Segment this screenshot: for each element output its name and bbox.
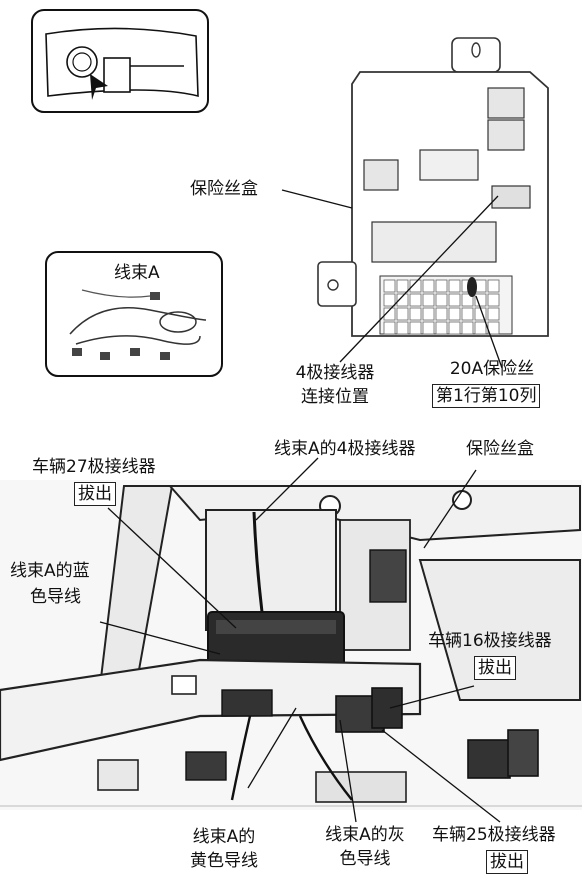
fuse-cell <box>422 307 435 321</box>
fuse-cell <box>461 293 474 307</box>
harness-a-blue-line1: 线束A的蓝 <box>10 561 90 581</box>
fuse-box-label-bottom: 保险丝盒 <box>466 439 534 459</box>
fuse-cell <box>383 307 396 321</box>
pull-out-badge-16pin: 拔出 <box>474 656 516 680</box>
harness-a-inset <box>45 251 223 377</box>
fuse-cell <box>487 293 500 307</box>
fuse-cell <box>435 279 448 293</box>
top-leader-lines <box>281 189 503 369</box>
connector-location-line2: 连接位置 <box>301 387 369 407</box>
fuse-cell <box>435 293 448 307</box>
fuse-20a-label: 20A保险丝 <box>449 359 535 379</box>
fuse-position-label: 第1行第10列 <box>432 384 541 408</box>
dashboard-wiring-illustration <box>0 480 582 810</box>
fuse-cell <box>409 321 422 335</box>
vehicle-16pin-label: 车辆16极接线器 <box>428 631 552 651</box>
fuse-cell <box>422 293 435 307</box>
fuse-cell <box>448 279 461 293</box>
harness-a-gray-line2: 色导线 <box>339 849 391 869</box>
fuse-cell <box>474 293 487 307</box>
fuse-cell <box>448 293 461 307</box>
fuse-cell <box>435 307 448 321</box>
harness-a-title: 线束A <box>114 263 160 283</box>
fuse-cell <box>396 293 409 307</box>
harness-a-4pin-label: 线束A的4极接线器 <box>274 439 416 459</box>
fuse-cell <box>383 321 396 335</box>
vehicle-25pin-label: 车辆25极接线器 <box>432 825 556 845</box>
fuse-cell <box>461 321 474 335</box>
fuse-cell <box>422 321 435 335</box>
fuse-cell <box>448 321 461 335</box>
pull-out-badge-25pin: 拔出 <box>486 850 528 874</box>
connector-location-line1: 4极接线器 <box>295 363 375 383</box>
dashboard-location-inset <box>31 9 209 113</box>
fuse-cell <box>487 307 500 321</box>
fuse-cell <box>461 307 474 321</box>
fuse-cell <box>396 279 409 293</box>
fuse-cell <box>409 307 422 321</box>
fuse-cell <box>409 293 422 307</box>
fuse-cell <box>422 279 435 293</box>
fuse-grid <box>383 279 500 335</box>
harness-a-blue-line2: 色导线 <box>30 587 81 607</box>
fuse-cell <box>487 279 500 293</box>
fuse-cell <box>383 293 396 307</box>
fuse-cell <box>409 279 422 293</box>
fuse-cell <box>396 321 409 335</box>
vehicle-27pin-label: 车辆27极接线器 <box>32 457 156 477</box>
fuse-cell <box>474 321 487 335</box>
fuse-cell <box>435 321 448 335</box>
fuse-cell <box>396 307 409 321</box>
harness-a-gray-line1: 线束A的灰 <box>325 825 405 845</box>
highlighted-fuse <box>467 277 477 297</box>
fuse-box-label: 保险丝盒 <box>190 179 258 199</box>
harness-a-yellow-line2: 黄色导线 <box>190 851 258 871</box>
bottom-leader-lines <box>99 457 501 823</box>
pull-out-badge-27pin: 拔出 <box>74 482 116 506</box>
harness-a-yellow-line1: 线束A的 <box>192 827 256 847</box>
fuse-cell <box>383 279 396 293</box>
fuse-cell <box>448 307 461 321</box>
